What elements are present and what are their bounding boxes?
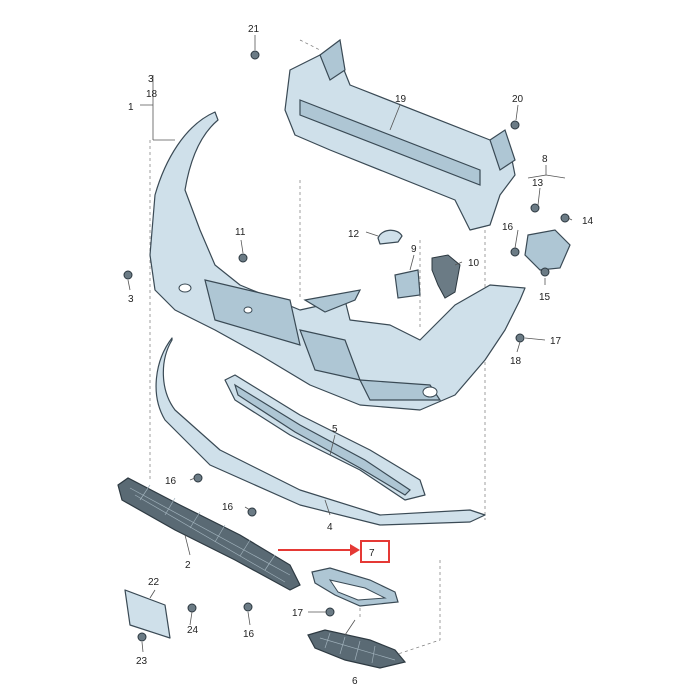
screw-icon bbox=[123, 270, 133, 280]
clip-icon bbox=[560, 213, 570, 223]
license-plate-bracket bbox=[124, 589, 171, 639]
callout-16-a: 16 bbox=[502, 222, 514, 233]
fasteners bbox=[123, 50, 570, 642]
leader-lines bbox=[127, 35, 573, 653]
callout-8: 8 bbox=[542, 154, 548, 165]
callout-2: 2 bbox=[185, 560, 191, 571]
callout-17-a: 17 bbox=[550, 336, 562, 347]
callout-21: 21 bbox=[248, 24, 260, 35]
cap bbox=[377, 229, 403, 245]
callout-7: 7 bbox=[369, 548, 375, 559]
screw-icon bbox=[325, 607, 335, 617]
callout-10: 10 bbox=[468, 258, 480, 269]
callout-labels: 1 3 18 21 19 20 8 13 14 16 15 12 9 10 11… bbox=[128, 24, 594, 687]
trim-strip bbox=[224, 374, 426, 501]
callout-5: 5 bbox=[332, 424, 338, 435]
callout-11: 11 bbox=[235, 227, 246, 238]
lower-grille bbox=[117, 477, 301, 591]
callout-9: 9 bbox=[411, 244, 417, 255]
callout-3-left: 3 bbox=[128, 294, 134, 305]
red-arrow-icon bbox=[278, 544, 360, 556]
screw-icon bbox=[137, 632, 147, 642]
side-bracket bbox=[524, 229, 571, 271]
callout-13: 13 bbox=[532, 178, 544, 189]
screw-icon bbox=[540, 267, 550, 277]
screw-icon bbox=[510, 247, 520, 257]
callout-18-top: 18 bbox=[146, 89, 158, 100]
screw-icon bbox=[238, 253, 248, 263]
callout-16-b: 16 bbox=[165, 476, 177, 487]
callout-4: 4 bbox=[327, 522, 333, 533]
screw-icon bbox=[515, 333, 525, 343]
sensor-holder bbox=[394, 269, 421, 299]
callout-14: 14 bbox=[582, 216, 594, 227]
callout-19: 19 bbox=[395, 94, 407, 105]
fog-lamp-bezel bbox=[311, 567, 399, 607]
screw-icon bbox=[243, 602, 253, 612]
callout-24: 24 bbox=[187, 625, 199, 636]
callout-1: 1 bbox=[128, 102, 134, 113]
bumper-reinforcement bbox=[284, 38, 516, 231]
callout-6: 6 bbox=[352, 676, 358, 687]
callout-16-c: 16 bbox=[222, 502, 234, 513]
clip-icon bbox=[187, 603, 197, 613]
screw-icon bbox=[510, 120, 520, 130]
washer-nozzle bbox=[431, 254, 461, 299]
highlight-box bbox=[360, 540, 390, 563]
callout-23: 23 bbox=[136, 656, 148, 667]
screw-icon bbox=[193, 473, 203, 483]
callout-16-d: 16 bbox=[243, 629, 255, 640]
callout-3-top: 3 bbox=[148, 74, 154, 85]
lower-spoiler bbox=[155, 337, 486, 526]
clip-icon bbox=[530, 203, 540, 213]
callout-12: 12 bbox=[348, 229, 360, 240]
callout-17-b: 17 bbox=[292, 608, 304, 619]
callout-15: 15 bbox=[539, 292, 551, 303]
fog-lamp-grille bbox=[307, 629, 407, 669]
callout-22: 22 bbox=[148, 577, 160, 588]
callout-20: 20 bbox=[512, 94, 524, 105]
screw-icon bbox=[250, 50, 260, 60]
bumper-cover bbox=[149, 111, 526, 411]
callout-18-right: 18 bbox=[510, 356, 522, 367]
